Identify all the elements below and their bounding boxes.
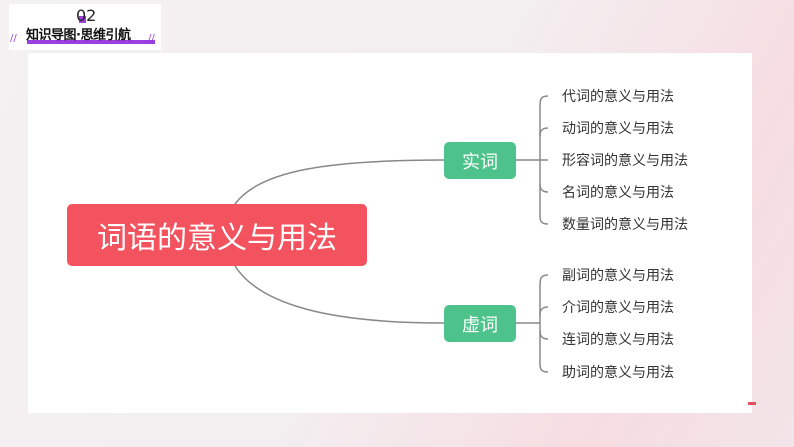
title-underline: [27, 40, 155, 44]
leaf-node[interactable]: 名词的意义与用法: [562, 185, 674, 201]
section-title: 知识导图·思维引航: [26, 28, 131, 43]
leaf-node[interactable]: 动词的意义与用法: [562, 121, 674, 137]
branch-node-shici[interactable]: 实词: [444, 142, 516, 179]
leaf-node[interactable]: 数量词的意义与用法: [562, 217, 688, 233]
mindmap-root-node[interactable]: 词语的意义与用法: [67, 204, 367, 266]
leaf-node[interactable]: 形容词的意义与用法: [562, 153, 688, 169]
connector-shici: [234, 159, 445, 205]
section-number: 02: [76, 6, 97, 25]
section-header: 02 知识导图·思维引航 // //: [9, 4, 161, 50]
connector-xuci: [234, 265, 445, 324]
branch-node-xuci[interactable]: 虚词: [444, 305, 516, 342]
slash-decoration-right: //: [148, 33, 155, 44]
leaf-node[interactable]: 介词的意义与用法: [562, 300, 674, 316]
corner-decoration: [748, 402, 756, 405]
leaf-node[interactable]: 助词的意义与用法: [562, 365, 674, 381]
bracket-shici: [539, 95, 549, 225]
bracket-xuci: [539, 274, 549, 373]
leaf-node[interactable]: 连词的意义与用法: [562, 332, 674, 348]
slash-decoration-left: //: [10, 33, 17, 44]
number-square-decoration: [79, 16, 86, 23]
leaf-node[interactable]: 副词的意义与用法: [562, 268, 674, 284]
leaf-node[interactable]: 代词的意义与用法: [562, 89, 674, 105]
